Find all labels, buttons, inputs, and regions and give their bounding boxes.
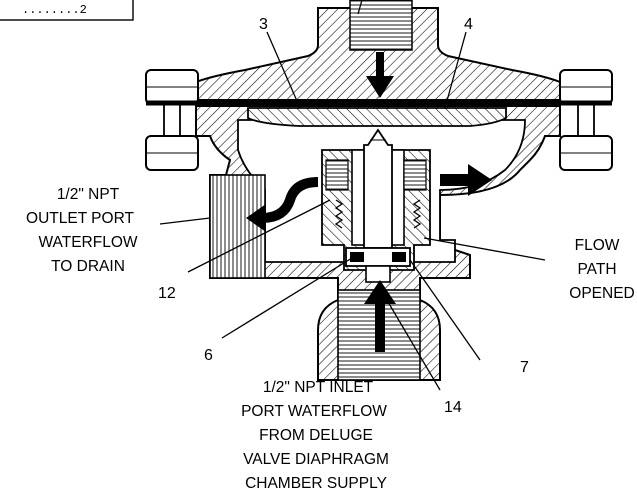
- stem-housing: [321, 128, 431, 283]
- flow-line-2: PATH: [577, 261, 616, 278]
- leader-lines: [159, 31, 546, 391]
- outlet-label: 1/2" NPT OUTLET PORT WATERFLOW TO DRAIN: [26, 186, 138, 275]
- callout-7: 7: [520, 359, 529, 376]
- callout-3: 3: [259, 16, 268, 33]
- callout-4: 4: [464, 16, 473, 33]
- left-bolt: [145, 69, 199, 171]
- outlet-line-2: OUTLET PORT: [26, 210, 134, 227]
- flow-line-1: FLOW: [575, 237, 620, 254]
- callout-14: 14: [444, 399, 462, 416]
- inlet-line-3: FROM DELUGE: [259, 427, 373, 444]
- right-bolt: [559, 69, 613, 171]
- callout-6: 6: [204, 347, 213, 364]
- inlet-line-2: PORT WATERFLOW: [241, 403, 387, 420]
- outlet-line-1: 1/2" NPT: [57, 186, 120, 203]
- flow-line-3: OPENED: [569, 285, 634, 302]
- inlet-label: 1/2" NPT INLET PORT WATERFLOW FROM DELUG…: [241, 379, 389, 492]
- legend-text: ........2: [22, 3, 87, 17]
- callout-12: 12: [158, 285, 176, 302]
- outlet-line-4: TO DRAIN: [51, 258, 125, 275]
- inlet-line-1: 1/2" NPT INLET: [263, 379, 374, 396]
- flow-arrows: [246, 52, 492, 352]
- legend-box: ........2: [0, 0, 134, 21]
- inlet-line-4: VALVE DIAPHRAGM: [243, 451, 389, 468]
- outlet-line-3: WATERFLOW: [38, 234, 137, 251]
- flow-path-label: FLOW PATH OPENED: [569, 237, 634, 302]
- seat-plate: [247, 107, 507, 127]
- inlet-line-5: CHAMBER SUPPLY: [245, 475, 387, 492]
